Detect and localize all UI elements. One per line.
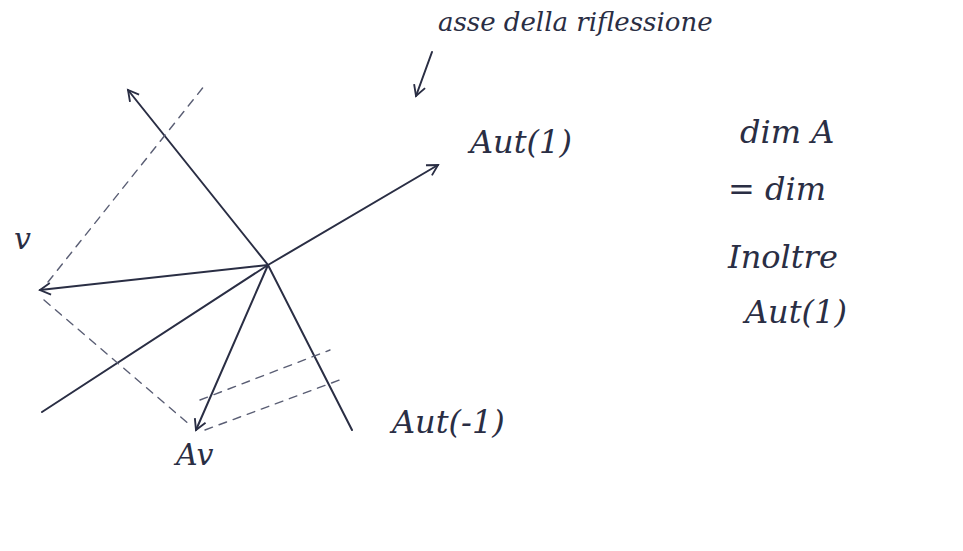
dashed-line: [48, 85, 205, 282]
axis-label: asse della riflessione: [438, 8, 713, 37]
note-text: = dim: [728, 172, 826, 207]
note-text: Inoltre: [728, 240, 838, 275]
dashed-line: [44, 300, 190, 425]
note-text: dim A: [740, 115, 834, 150]
axis-line: [128, 90, 352, 430]
vector-arrow: [196, 265, 268, 430]
dashed-line: [205, 378, 345, 430]
leader-arrow: [416, 52, 432, 96]
dashed-line: [200, 350, 330, 400]
note-text: Aut(1): [745, 295, 847, 330]
eigenspace-label: Aut(1): [470, 125, 572, 160]
vector-arrow: [40, 265, 268, 290]
eigenspace-label: Aut(-1): [392, 405, 505, 440]
axis-line: [42, 165, 438, 412]
vector-label: v: [14, 222, 31, 255]
vector-label: Av: [176, 438, 213, 471]
